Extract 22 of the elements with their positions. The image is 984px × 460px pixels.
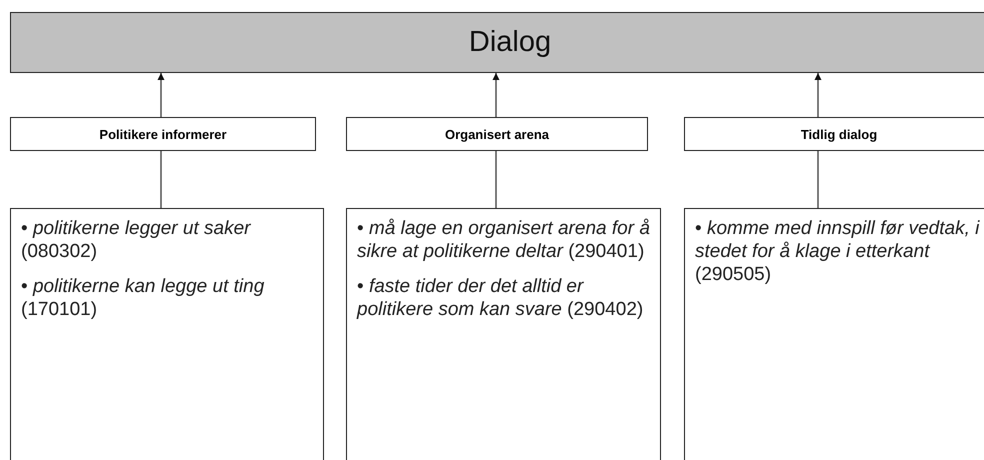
text-box bbox=[684, 208, 984, 460]
heading-box bbox=[346, 117, 648, 151]
bullet-text: • politikerne kan legge ut ting (170101) bbox=[21, 275, 266, 321]
arrow bbox=[492, 73, 500, 117]
arrow bbox=[814, 73, 822, 117]
heading-text: Tidlig dialog bbox=[800, 126, 878, 142]
heading-box bbox=[10, 117, 316, 151]
text-box bbox=[346, 208, 661, 460]
heading-box bbox=[684, 117, 984, 151]
connector-line bbox=[160, 151, 162, 208]
banner-title: Dialog bbox=[468, 26, 552, 59]
heading-text: Politikere informerer bbox=[99, 126, 227, 142]
arrow bbox=[158, 73, 164, 117]
bullet-text: • komme med innspill før vedtak, i stedet for å klage i etterkant (290505) bbox=[695, 217, 981, 286]
connector-line bbox=[495, 151, 497, 208]
category-banner bbox=[10, 12, 984, 73]
bullet-text: • faste tider der det alltid er politikere som kan svare (290402) bbox=[357, 275, 644, 321]
heading-text: Organisert arena bbox=[444, 126, 550, 142]
connector-line bbox=[817, 151, 819, 208]
bullet-text: • må lage en organisert arena for å sikre at politikerne deltar (290401) bbox=[357, 217, 650, 263]
bullet-text: • politikerne legger ut saker (080302) bbox=[21, 217, 252, 263]
text-box bbox=[10, 208, 324, 460]
